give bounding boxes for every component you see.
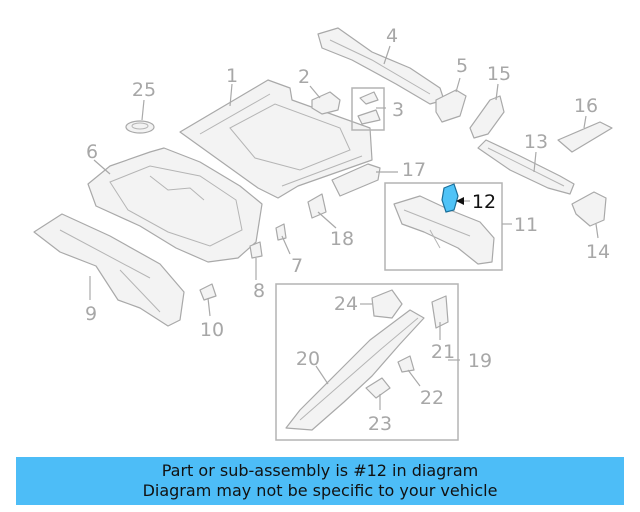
- parts-diagram: 1 2 3 4 5 6 7 8 9 10 11 12 13 14 15 16 1…: [33, 25, 613, 441]
- part-1-floor-pan[interactable]: [179, 79, 373, 199]
- part-23-bracket[interactable]: [365, 377, 391, 399]
- part-11-assembly[interactable]: [393, 195, 495, 265]
- callout-11[interactable]: 11: [514, 214, 538, 236]
- callout-7[interactable]: 7: [291, 255, 303, 277]
- info-banner: Part or sub-assembly is #12 in diagram D…: [16, 457, 624, 505]
- callout-16[interactable]: 16: [574, 95, 598, 117]
- part-7-clip[interactable]: [275, 223, 287, 241]
- part-20-side-rail[interactable]: [285, 309, 425, 431]
- callout-2[interactable]: 2: [298, 66, 310, 88]
- part-2-bracket[interactable]: [311, 91, 341, 115]
- part-15-reinforcement[interactable]: [469, 95, 505, 139]
- callout-9[interactable]: 9: [85, 303, 97, 325]
- box-11: [384, 182, 503, 271]
- part-18-bracket[interactable]: [307, 193, 327, 219]
- part-10-bracket[interactable]: [199, 283, 217, 301]
- callout-6[interactable]: 6: [86, 141, 98, 163]
- callout-labels: 1 2 3 4 5 6 7 8 9 10 11 12 13 14 15 16 1…: [85, 25, 610, 435]
- part-12-bracket[interactable]: [441, 183, 459, 213]
- part-16-panel[interactable]: [557, 121, 613, 153]
- callout-13[interactable]: 13: [524, 131, 548, 153]
- leader-lines: [89, 45, 599, 410]
- callout-20[interactable]: 20: [296, 348, 320, 370]
- callout-25[interactable]: 25: [132, 79, 156, 101]
- banner-line-2: Diagram may not be specific to your vehi…: [142, 481, 498, 500]
- part-9-frame[interactable]: [33, 213, 185, 327]
- arrowhead-12: [456, 197, 464, 205]
- part-4-cross-member[interactable]: [317, 27, 445, 105]
- callout-3[interactable]: 3: [392, 99, 404, 121]
- part-14-bracket[interactable]: [571, 191, 607, 227]
- box-19: [275, 283, 459, 441]
- callout-19[interactable]: 19: [468, 350, 492, 372]
- part-25-plug[interactable]: [125, 120, 155, 134]
- callout-21[interactable]: 21: [431, 341, 455, 363]
- callout-22[interactable]: 22: [420, 387, 444, 409]
- callout-5[interactable]: 5: [456, 55, 468, 77]
- part-22-clip[interactable]: [397, 355, 415, 373]
- callout-23[interactable]: 23: [368, 413, 392, 435]
- part-6-front-floor[interactable]: [87, 147, 263, 263]
- part-17-bar[interactable]: [331, 163, 381, 197]
- callout-10[interactable]: 10: [200, 319, 224, 341]
- banner-line-1: Part or sub-assembly is #12 in diagram: [161, 461, 479, 480]
- part-13-rail[interactable]: [477, 139, 575, 195]
- part-3-bracket-set[interactable]: [351, 87, 385, 131]
- callout-12[interactable]: 12: [472, 191, 496, 213]
- callout-4[interactable]: 4: [386, 25, 398, 47]
- callout-17[interactable]: 17: [402, 159, 426, 181]
- callout-1[interactable]: 1: [226, 65, 238, 87]
- part-8-clip[interactable]: [249, 241, 263, 259]
- callout-15[interactable]: 15: [487, 63, 511, 85]
- callout-18[interactable]: 18: [330, 228, 354, 250]
- part-21-plate[interactable]: [431, 295, 449, 329]
- callout-24[interactable]: 24: [334, 293, 358, 315]
- callout-8[interactable]: 8: [253, 280, 265, 302]
- part-24-bracket[interactable]: [371, 289, 403, 319]
- callout-14[interactable]: 14: [586, 241, 610, 263]
